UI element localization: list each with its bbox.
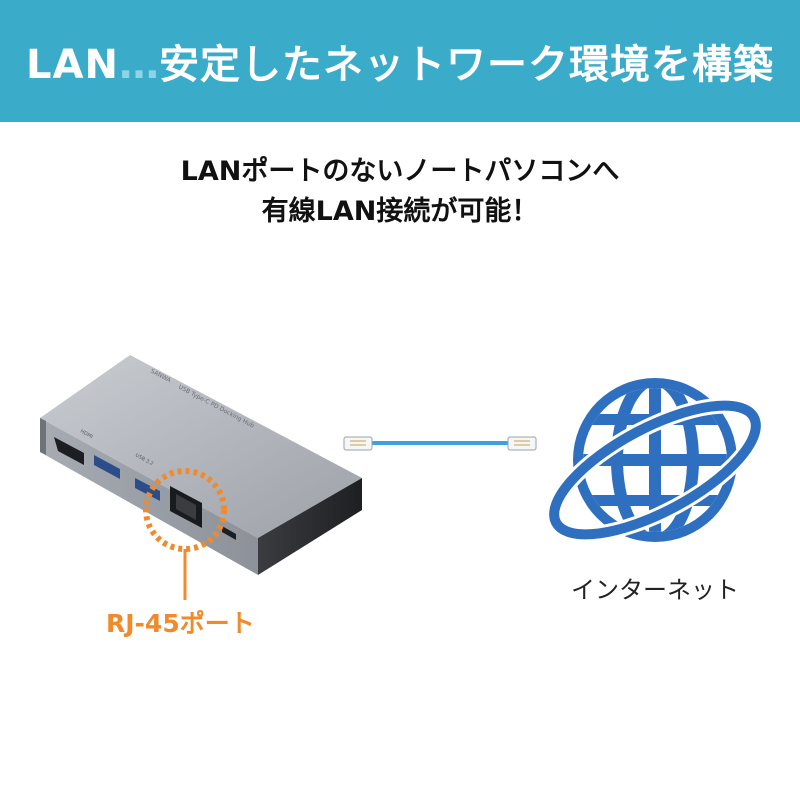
hub-right-end bbox=[258, 478, 362, 575]
subtitle-line-1: LANポートのないノートパソコンへ bbox=[180, 156, 620, 187]
rj45-callout bbox=[143, 468, 227, 600]
callout-dashed-circle bbox=[143, 468, 227, 552]
subtitle-line-2: 有線LAN接続が可能！ bbox=[261, 196, 539, 227]
hub-left-end bbox=[40, 418, 46, 455]
hdmi-port bbox=[54, 437, 84, 465]
docking-hub: SANWA USB Type-C PD Docking Hub HDMI USB… bbox=[40, 355, 362, 575]
usb-c-port bbox=[222, 526, 236, 540]
rj45-port-inner bbox=[176, 494, 196, 520]
rj45-port-label: RJ-45ポート bbox=[106, 609, 255, 638]
header-title-dots: … bbox=[118, 42, 159, 88]
globe-icon bbox=[546, 378, 764, 543]
hdmi-port-label: HDMI bbox=[79, 429, 94, 441]
lan-cable bbox=[343, 436, 537, 451]
rj45-plug-left bbox=[343, 436, 373, 451]
header-title-rest: 安定したネットワーク環境を構築 bbox=[158, 42, 774, 88]
rj45-plug-right bbox=[507, 436, 537, 451]
header-title-prefix: LAN bbox=[26, 42, 119, 88]
internet-label: インターネット bbox=[571, 576, 739, 604]
usb-port-1 bbox=[94, 455, 120, 479]
hub-top-face bbox=[40, 355, 362, 538]
subtitle: LANポートのないノートパソコンへ 有線LAN接続が可能！ bbox=[0, 152, 800, 232]
header-banner: LAN…安定したネットワーク環境を構築 bbox=[0, 0, 800, 122]
header-title: LAN…安定したネットワーク環境を構築 bbox=[26, 32, 774, 90]
usb-port-2 bbox=[135, 478, 160, 501]
